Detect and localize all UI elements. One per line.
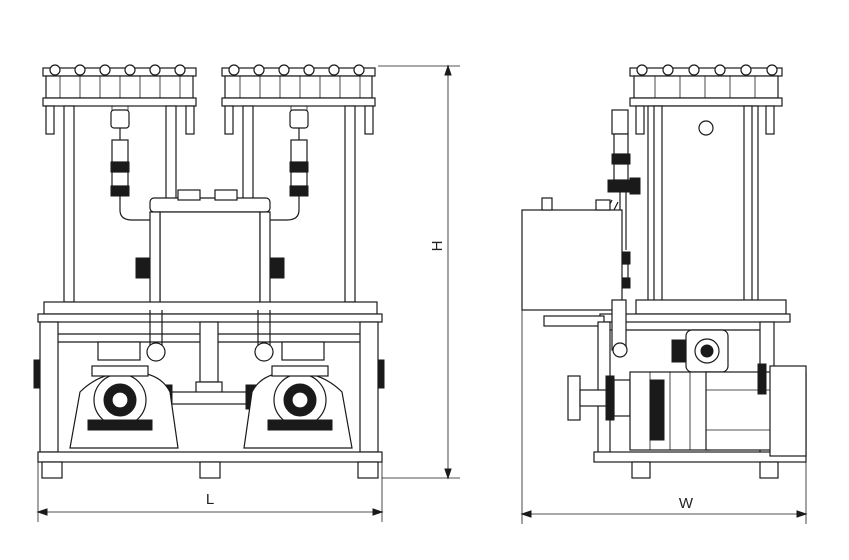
height-label: H	[429, 241, 446, 252]
front-view: L H	[33, 64, 460, 522]
side-tank	[521, 197, 623, 311]
side-piping	[567, 299, 729, 421]
side-filter-housing	[647, 105, 759, 303]
side-view: W	[520, 64, 808, 524]
left-filter-head	[42, 64, 197, 135]
dimension-length: L	[36, 462, 384, 522]
right-pump	[243, 365, 353, 449]
right-valve-stack	[270, 109, 309, 221]
side-pump	[629, 363, 807, 457]
left-pump	[69, 365, 179, 449]
dimension-height: H	[378, 64, 460, 480]
central-tank	[135, 189, 285, 313]
width-label: W	[679, 495, 694, 512]
left-valve-stack	[110, 109, 150, 221]
front-frame	[33, 301, 385, 479]
right-filter-head	[221, 64, 376, 135]
dimension-width: W	[520, 310, 808, 524]
length-label: L	[206, 491, 214, 508]
side-filter-head	[629, 64, 783, 135]
